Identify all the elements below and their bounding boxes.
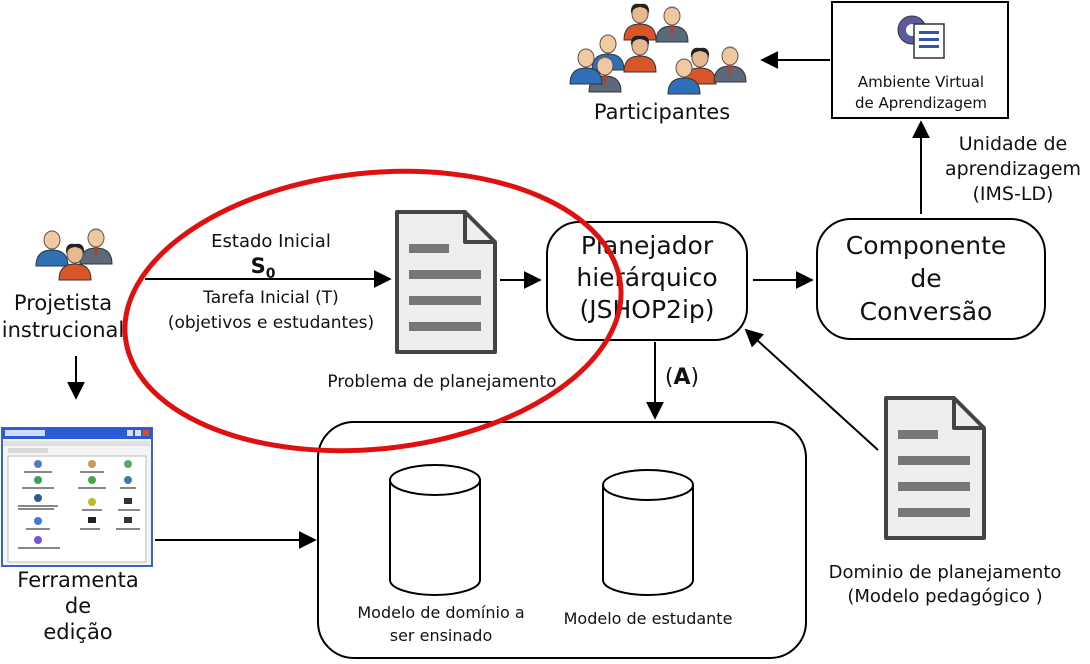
planejador-label-line1: Planejador (581, 231, 714, 260)
tarefa-label-line2: (objetivos e estudantes) (168, 313, 374, 333)
estado-inicial-label: Estado Inicial (211, 231, 331, 252)
problema-document-icon (395, 210, 497, 354)
s0-subscript: 0 (266, 266, 276, 282)
projetista-label-line2: instrucional (2, 318, 125, 342)
unidade-label-line1: Unidade de (959, 133, 1067, 155)
projetista-label-line1: Projetista (14, 291, 112, 315)
dominio-document-icon (884, 396, 986, 540)
people-icon (35, 228, 113, 281)
ava-label-line2: de Aprendizagem (855, 94, 987, 112)
database-cylinder-icon (602, 469, 694, 596)
tarefa-label-line1: Tarefa Inicial (T) (202, 288, 339, 308)
ferramenta-label-line2: de (65, 594, 91, 618)
application-window-icon (1, 427, 153, 567)
gear-document-icon (897, 15, 945, 59)
planejador-label-line2: hierárquico (576, 263, 717, 292)
a-close: ) (691, 365, 700, 390)
componente-box (816, 218, 1046, 340)
highlight-ellipse (122, 168, 624, 454)
problema-label: Problema de planejamento (327, 372, 556, 392)
dominio-label-line1: Dominio de planejamento (829, 562, 1062, 583)
unidade-label-line2: aprendizagem (945, 158, 1081, 180)
ferramenta-label-line1: Ferramenta (17, 568, 138, 592)
ferramenta-label-line3: edição (43, 620, 112, 644)
a-open: ( (665, 365, 674, 390)
participantes-label: Participantes (594, 100, 730, 124)
modelo-dominio-label-line2: ser ensinado (390, 626, 493, 645)
componente-label-line3: Conversão (860, 297, 993, 326)
ava-label-line1: Ambiente Virtual (858, 73, 984, 91)
database-cylinder-icon (389, 464, 481, 596)
people-group-icon (569, 3, 747, 95)
planejador-label-line3: (JSHOP2ip) (579, 295, 714, 324)
componente-label-line1: Componente (846, 231, 1007, 260)
s0-label: S0 (251, 254, 276, 282)
modelo-dominio-label-line1: Modelo de domínio a (357, 603, 524, 622)
unidade-label-line3: (IMS-LD) (973, 183, 1054, 205)
s0-main: S (251, 254, 266, 278)
a-letter: A (673, 365, 690, 390)
a-label: (A) (665, 365, 699, 390)
planejador-box (546, 221, 748, 341)
modelo-estudante-label: Modelo de estudante (564, 609, 733, 628)
arrow-dominio-to-planejador (744, 328, 879, 451)
componente-label-line2: de (910, 264, 941, 293)
dominio-label-line2: (Modelo pedagógico ) (847, 586, 1042, 607)
